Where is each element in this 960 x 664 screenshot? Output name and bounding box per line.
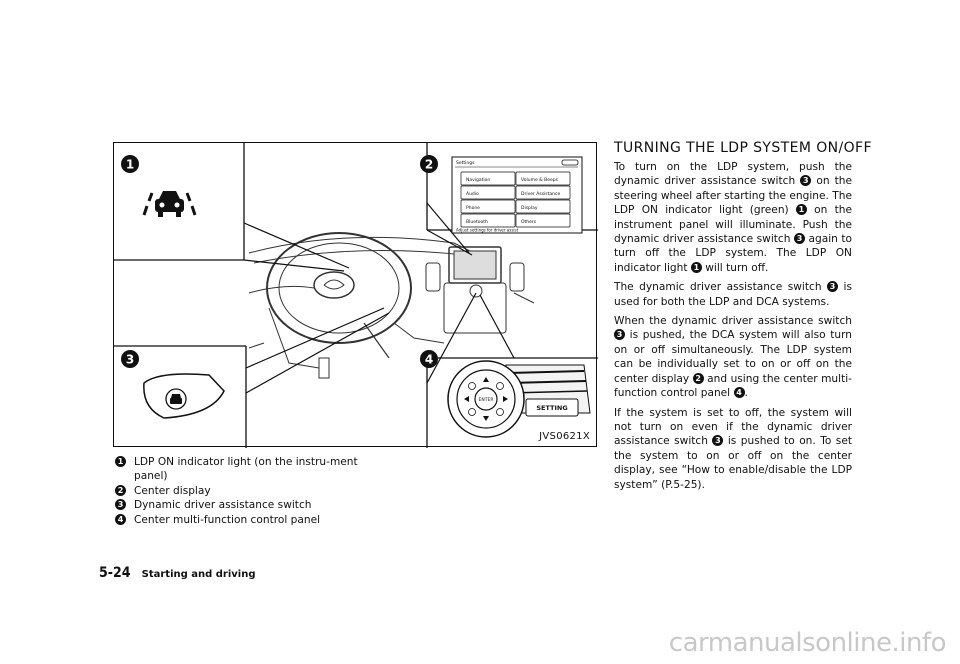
center-display-inset: Settings Navigation Volume & Beeps Audio… [451, 156, 583, 234]
display-button-3: Driver Assistance [521, 191, 560, 197]
display-button-5: Display [521, 205, 538, 211]
chapter-title: Starting and driving [141, 569, 256, 580]
display-button-4: Phone [466, 205, 480, 211]
legend-text: Dynamic driver assistance switch [134, 499, 312, 512]
ref-number: 1 [795, 204, 807, 216]
legend-item: 4 Center multi-function control panel [113, 513, 363, 527]
control-panel-inset: ENTER SETTING [432, 360, 596, 438]
section-title: TURNING THE LDP SYSTEM ON/OFF [614, 140, 872, 156]
display-button-0: Navigation [466, 177, 490, 183]
display-title: Settings [456, 160, 475, 166]
display-status: Adjust settings for driver assist [456, 228, 519, 233]
callout-marker-4: 4 [420, 350, 438, 368]
ldp-indicator-icon [142, 191, 197, 217]
legend-number: 4 [115, 513, 126, 525]
ref-number: 3 [712, 435, 724, 447]
svg-text:1: 1 [126, 158, 134, 172]
paragraph-1: To turn on the LDP system, push the dyna… [614, 161, 852, 274]
dashboard-illustration: Settings Navigation Volume & Beeps Audio… [114, 143, 598, 448]
ref-number: 3 [614, 329, 625, 341]
legend-item: 1 LDP ON indicator light (on the instru-… [113, 455, 363, 484]
driver-assist-switch-icon [143, 373, 225, 419]
legend-text: Center display [134, 484, 211, 497]
display-button-2: Audio [466, 191, 479, 197]
legend-number: 1 [115, 456, 126, 467]
figure-legend: 1 LDP ON indicator light (on the instru-… [113, 455, 363, 527]
legend-number: 2 [115, 484, 126, 496]
illustration-figure: Settings Navigation Volume & Beeps Audio… [113, 142, 598, 448]
ref-number: 2 [692, 372, 704, 384]
page-number: 5-24 [99, 565, 131, 581]
svg-text:4: 4 [425, 353, 433, 367]
callout-marker-1: 1 [121, 155, 139, 173]
paragraph-3: When the dynamic driver assistance switc… [614, 315, 853, 400]
legend-number: 3 [115, 499, 126, 511]
figure-code: JVS0621X [539, 431, 590, 442]
callout-marker-3: 3 [121, 350, 139, 368]
legend-item: 3 Dynamic driver assistance switch [113, 498, 363, 512]
ref-number: 3 [793, 233, 805, 245]
ref-number: 1 [690, 261, 702, 273]
ref-number: 3 [827, 281, 839, 293]
legend-text: LDP ON indicator light (on the instru-me… [134, 456, 358, 483]
display-button-6: Bluetooth [466, 219, 488, 225]
setting-label: SETTING [536, 404, 567, 412]
svg-text:3: 3 [126, 353, 134, 367]
legend-item: 2 Center display [113, 484, 363, 498]
paragraph-4: If the system is set to off, the system … [614, 406, 852, 491]
paragraph-2: The dynamic driver assistance switch 3 i… [614, 281, 852, 308]
display-button-7: Others [521, 219, 537, 225]
enter-label: ENTER [479, 397, 494, 403]
body-text: To turn on the LDP system, push the dyna… [614, 160, 852, 497]
ref-number: 3 [800, 175, 812, 187]
leader-lines [243, 202, 515, 394]
page-footer: 5-24 Starting and driving [99, 562, 256, 581]
callout-marker-2: 2 [420, 155, 438, 173]
dashboard-sketch [248, 232, 535, 379]
display-button-1: Volume & Beeps [521, 177, 559, 183]
ref-number: 4 [733, 387, 745, 399]
watermark: carmanualsonline.info [668, 628, 947, 658]
legend-text: Center multi-function control panel [134, 513, 321, 526]
svg-text:2: 2 [425, 158, 433, 172]
